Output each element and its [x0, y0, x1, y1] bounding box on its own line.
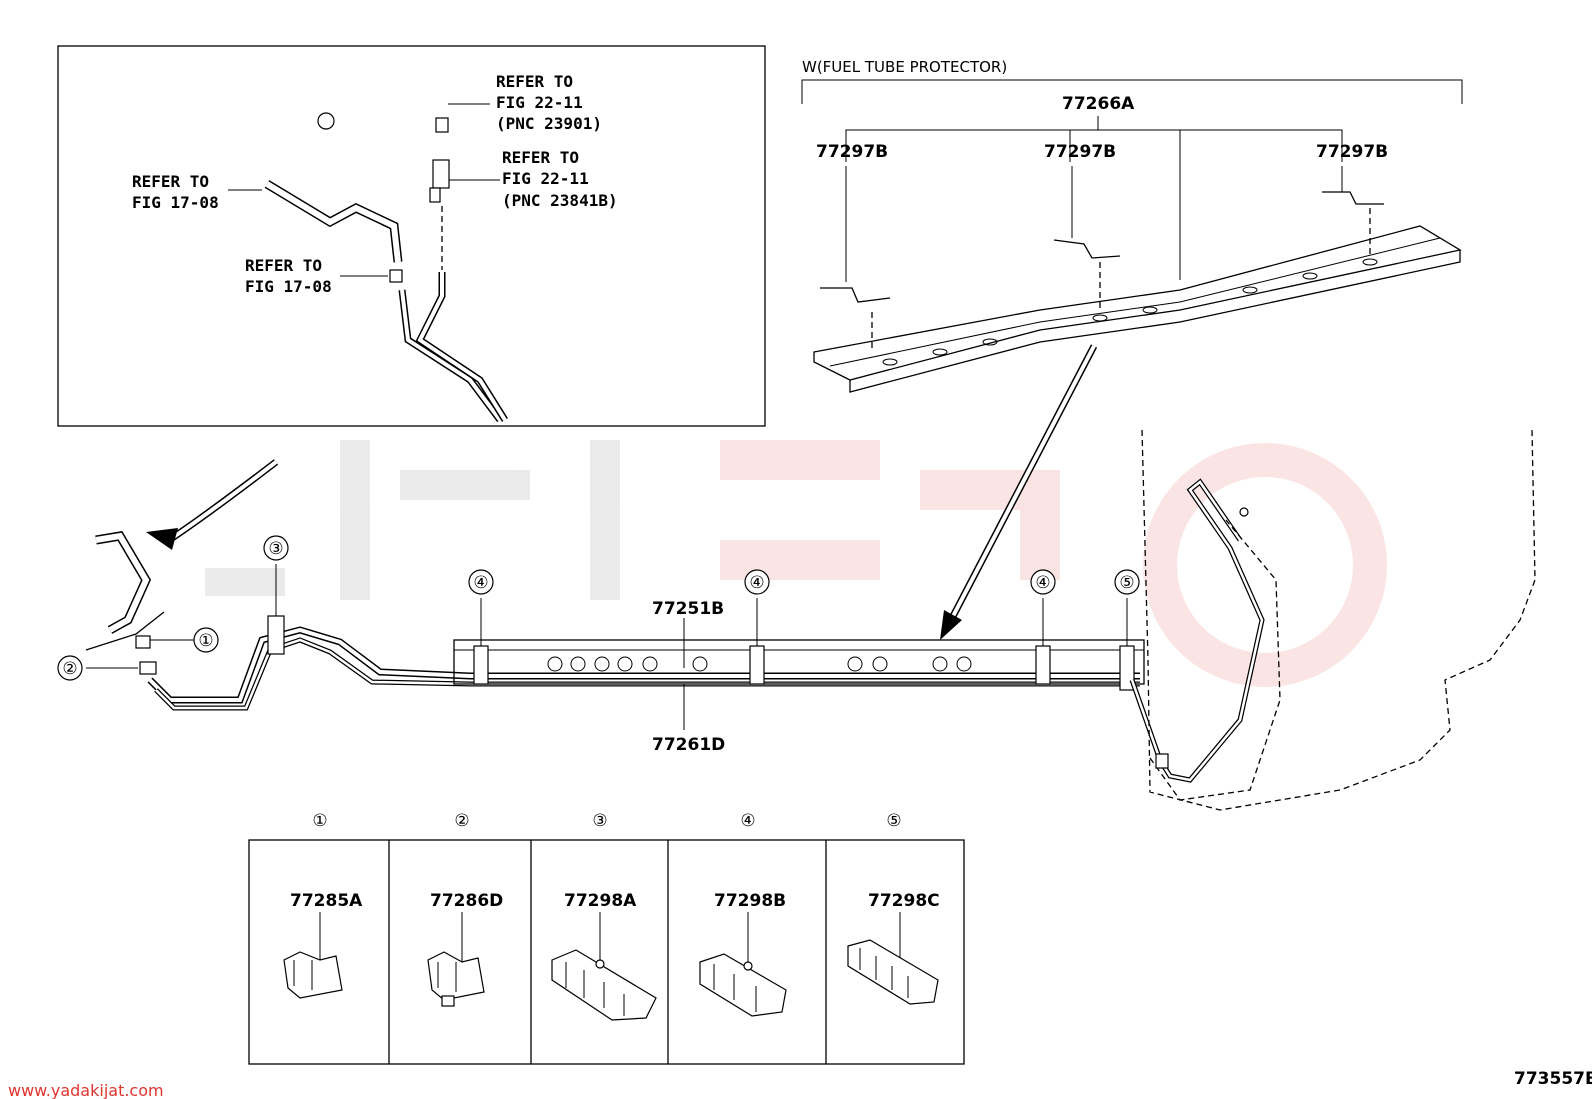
clamp-cell-5: ⑤ 77298C	[847, 811, 940, 1005]
clamp-cell-1: ① 77285A	[283, 811, 363, 999]
callout-2-mark: ②	[62, 659, 77, 679]
tube-lower-part-number: 77261D	[652, 735, 725, 755]
clamp-4-part-number: 77298B	[714, 891, 786, 911]
refer-label-2b: FIG 22-11	[502, 169, 589, 188]
callout-4c-mark: ④	[1035, 573, 1050, 593]
clamp-1-part-number: 77285A	[290, 891, 363, 911]
refer-label-3a: REFER TO	[132, 172, 209, 191]
clamp-cell-2: ② 77286D	[427, 811, 503, 1007]
callout-4b: ④	[744, 569, 770, 595]
clamp-5-part-number: 77298C	[868, 891, 940, 911]
bracket-part-number-3: 77297B	[1316, 142, 1388, 162]
refer-label-1c: (PNC 23901)	[496, 114, 602, 133]
callout-3: ③	[263, 535, 289, 561]
callout-4a: ④	[468, 569, 494, 595]
protector-caption: W(FUEL TUBE PROTECTOR)	[802, 58, 1007, 76]
website-watermark: www.yadakijat.com	[8, 1081, 164, 1099]
clamp-1-mark: ①	[312, 811, 327, 831]
assembly-part-number: 77266A	[1062, 94, 1135, 114]
callout-1: ①	[193, 627, 219, 653]
refer-label-1a: REFER TO	[496, 72, 573, 91]
callout-4a-mark: ④	[473, 573, 488, 593]
clamp-2-mark: ②	[454, 811, 469, 831]
callout-2: ②	[57, 655, 83, 681]
bracket-part-number-1: 77297B	[816, 142, 888, 162]
refer-label-4b: FIG 17-08	[245, 277, 332, 296]
callout-5: ⑤	[1114, 569, 1140, 595]
clamp-3-part-number: 77298A	[564, 891, 637, 911]
callout-1-mark: ①	[198, 631, 213, 651]
callout-4c: ④	[1030, 569, 1056, 595]
refer-label-2c: (PNC 23841B)	[502, 191, 618, 210]
callout-3-mark: ③	[268, 539, 283, 559]
clamp-4-mark: ④	[740, 811, 755, 831]
bracket-part-number-2: 77297B	[1044, 142, 1116, 162]
refer-label-1b: FIG 22-11	[496, 93, 583, 112]
background-logo	[205, 440, 1387, 687]
refer-label-2a: REFER TO	[502, 148, 579, 167]
protector-group: W(FUEL TUBE PROTECTOR) 77266A 77297B 772…	[801, 58, 1463, 640]
clamp-2-part-number: 77286D	[430, 891, 503, 911]
callout-5-mark: ⑤	[1119, 573, 1134, 593]
tube-upper-part-number: 77251B	[652, 599, 724, 619]
inset-box: REFER TO FIG 22-11 (PNC 23901) REFER TO …	[57, 45, 766, 427]
main-assembly: ① ② ③ ④ ④ ④ ⑤ 77251B 77261D	[57, 429, 1536, 811]
clamp-5-mark: ⑤	[886, 811, 901, 831]
refer-label-3b: FIG 17-08	[132, 193, 219, 212]
clamp-table: ① 77285A ② 77286D ③ 77298A ④ 77298B	[248, 811, 965, 1065]
figure-id: 773557B	[1514, 1069, 1592, 1089]
clamp-3-mark: ③	[592, 811, 607, 831]
clamp-cell-3: ③ 77298A	[551, 811, 657, 1021]
clamp-cell-4: ④ 77298B	[699, 811, 787, 1017]
callout-4b-mark: ④	[749, 573, 764, 593]
refer-label-4a: REFER TO	[245, 256, 322, 275]
